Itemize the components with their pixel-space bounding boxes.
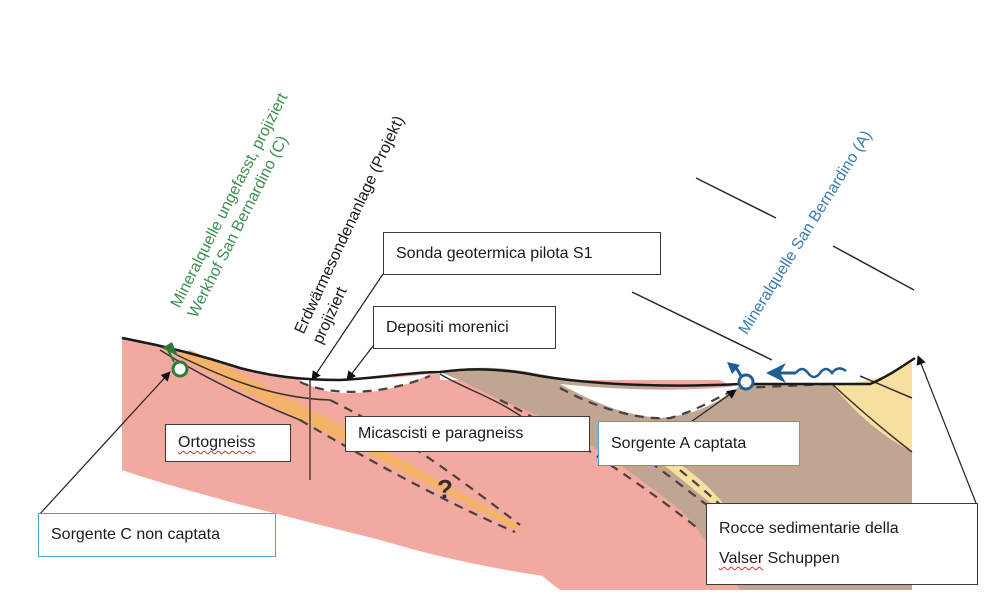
water-flow-icon [766,363,847,383]
callout-sorgente-c-text: Sorgente C non captata [51,526,221,543]
yellow-top-contact [859,375,913,399]
strike-line-3 [631,291,773,361]
callout-rocce-sedimentarie: Rocce sedimentarie della Valser Schuppen [706,503,978,585]
moraine-deposit-right [560,384,740,418]
micascisti-boundary-lower [299,419,516,534]
moraine-boundary-right [559,382,831,420]
callout-sonda-geotermica: Sonda geotermica pilota S1 [383,232,661,275]
callout-sorgente-c: Sorgente C non captata [38,513,276,557]
callout-sonda-text: Sonda geotermica pilota S1 [396,244,593,262]
callout-rocce-line2: Valser Schuppen [719,544,840,574]
callout-ortogneiss-text: Ortogneiss [178,434,256,451]
callout-rocce-schuppen: Schuppen [763,550,840,567]
callout-ortogneiss: Ortogneiss [165,424,291,462]
leader-sonda [311,273,384,381]
callout-depositi-text: Depositi morenici [386,318,509,336]
callout-micascisti-text: Micascisti e paragneiss [358,425,524,442]
leader-rocce [916,355,977,504]
yellow-lens [660,455,728,512]
leader-depositi [346,345,374,381]
spring-a-symbol [727,362,755,391]
uncertainty-mark: ? [437,474,453,504]
callout-sorgente-a-text: Sorgente A captata [611,434,747,452]
strike-line-2 [832,245,915,291]
topographic-surface [121,336,916,387]
callout-sorgente-a: Sorgente A captata [598,421,800,466]
callout-rocce-valser: Valser [719,550,764,567]
micascisti-contact-lower [159,349,301,421]
strike-line-1 [695,177,777,219]
leader-sorgente-c [37,371,171,517]
callout-depositi-morenici: Depositi morenici [373,306,556,349]
callout-micascisti: Micascisti e paragneiss [345,416,590,452]
leader-sorgente-a [687,389,737,425]
moraine-deposit-left [300,374,430,394]
callout-rocce-line1: Rocce sedimentarie della [719,520,899,537]
yellow-contact [831,383,913,453]
spring-c-symbol [162,342,189,378]
moraine-boundary-left [299,374,431,393]
